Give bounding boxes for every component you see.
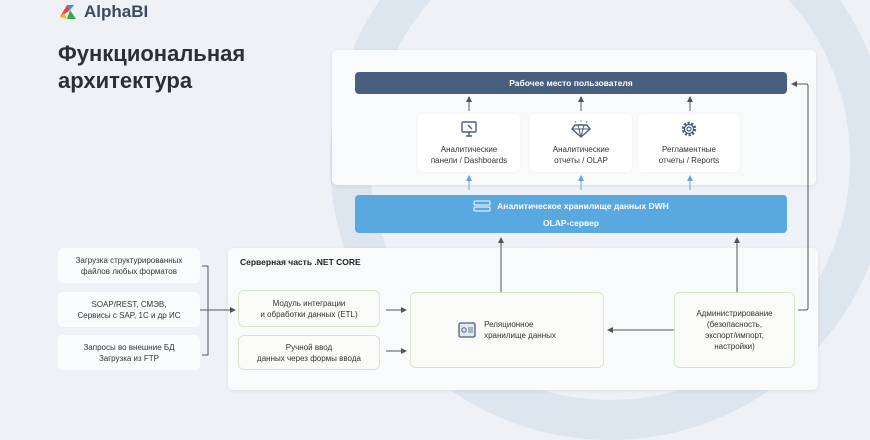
relational-text: Реляционное (484, 320, 534, 329)
admin-text: (безопасность, (706, 320, 763, 329)
workplace-bar: Рабочее место пользователя (355, 72, 787, 94)
admin-text: Администрирование (696, 309, 773, 318)
card-text: Аналитические (552, 145, 610, 154)
relational-text: хранилище данных (484, 331, 556, 340)
etl-text: Модуль интеграции (272, 298, 346, 308)
logo-icon (60, 5, 76, 19)
olap-card: Аналитические отчеты / OLAP (530, 114, 632, 172)
administration: Администрирование (безопасность, экспорт… (674, 292, 795, 368)
admin-text: экспорт/импорт, (705, 331, 764, 340)
card-text: отчеты / OLAP (554, 156, 608, 165)
logo-text: AlphaBI (84, 2, 149, 21)
source-services: SOAP/REST, СМЭВ,Сервисы с SAP, 1С и др И… (58, 292, 200, 327)
page-title: Функциональная архитектура (58, 40, 318, 94)
server-icon (473, 200, 491, 212)
card-text: панели / Dashboards (430, 156, 508, 165)
logo: AlphaBI (58, 2, 148, 22)
source-text: Запросы во внешние БД (83, 342, 175, 352)
card-text: Аналитические (440, 145, 498, 154)
dwh-title: Аналитическое хранилище данных DWH (497, 201, 669, 211)
manual-text: данных через формы ввода (257, 353, 361, 363)
card-text: Регламентные (662, 145, 716, 154)
source-text: SOAP/REST, СМЭВ, (91, 299, 167, 309)
dashboards-card: Аналитические панели / Dashboards (418, 114, 520, 172)
source-text: Загрузка из FTP (98, 353, 160, 363)
source-text: файлов любых форматов (81, 266, 177, 276)
dwh-bar: Аналитическое хранилище данных DWH OLAP-… (355, 195, 787, 233)
title-line: Функциональная (58, 41, 246, 66)
database-icon (458, 322, 476, 338)
gear-icon (681, 121, 697, 137)
reports-card: Регламентные отчеты / Reports (638, 114, 740, 172)
source-text: Загрузка структурированных (75, 255, 183, 265)
source-text: Сервисы с SAP, 1С и др ИС (77, 310, 181, 320)
olap-server-label: OLAP-сервер (542, 218, 600, 228)
relational-storage: Реляционное хранилище данных (410, 292, 604, 368)
etl-text: и обработки данных (ETL) (260, 309, 358, 319)
manual-text: Ручной ввод (285, 342, 333, 352)
card-text: отчеты / Reports (658, 156, 720, 165)
server-title: Серверная часть .NET CORE (240, 257, 361, 267)
title-line: архитектура (58, 68, 193, 93)
dashboard-monitor-icon (461, 121, 477, 137)
admin-text: настройки) (714, 342, 755, 351)
diamond-icon (571, 120, 591, 138)
